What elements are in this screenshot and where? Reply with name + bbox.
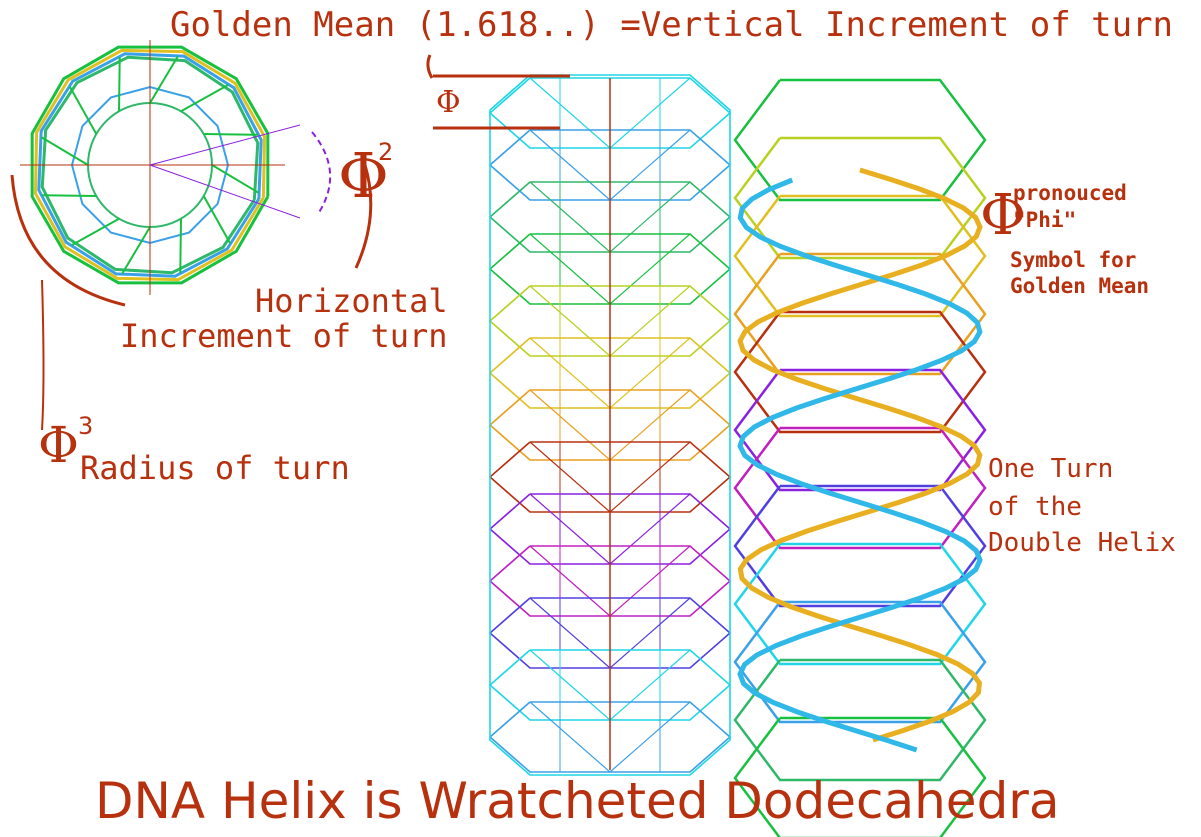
- dodecagon-top-view: [20, 40, 331, 295]
- cross-left: [529, 129, 611, 201]
- cross-right: [609, 493, 691, 565]
- bracket-phi2: [354, 164, 373, 269]
- cross-left: [529, 493, 611, 565]
- cross-left: [529, 77, 611, 149]
- hex-outline: [733, 658, 987, 782]
- turn-label-line3: Double Helix: [988, 528, 1176, 558]
- cross-left: [529, 285, 611, 357]
- dodecagon-ring: [33, 48, 267, 282]
- vertical-increment-title: Golden Mean (1.618..) =Vertical Incremen…: [170, 5, 1174, 45]
- helix-strand-b: [737, 177, 983, 753]
- phi-squared-symbol: Φ: [338, 139, 389, 212]
- radius-arc: [10, 174, 126, 307]
- cross-right: [609, 233, 691, 305]
- cross-right: [609, 129, 691, 201]
- cross-left: [529, 389, 611, 461]
- main-title: DNA Helix is Wratcheted Dodecahedra: [95, 772, 1060, 830]
- cross-left: [529, 441, 611, 513]
- cross-left: [529, 649, 611, 721]
- spoke: [69, 86, 98, 135]
- cross-right: [609, 337, 691, 409]
- cross-right: [609, 285, 691, 357]
- phi-note-line2: "Phi": [1013, 208, 1077, 232]
- spoke: [71, 217, 120, 246]
- radius-leader: [41, 279, 45, 431]
- angle-ray-upper: [149, 124, 301, 166]
- angle-ray-lower: [149, 164, 301, 219]
- hex-outline: [733, 542, 987, 666]
- bracket-stroke: [426, 54, 434, 79]
- horizontal-label-line2: Increment of turn: [120, 317, 448, 355]
- cross-left: [529, 337, 611, 409]
- cross-left: [529, 233, 611, 305]
- hex-outline: [733, 78, 987, 202]
- turn-label-line1: One Turn: [988, 454, 1114, 484]
- spoke: [179, 218, 182, 273]
- column-outline: [489, 74, 731, 776]
- hex-outline: [733, 252, 987, 376]
- phi-note-line1: pronouced: [1013, 181, 1127, 205]
- cross-right: [609, 441, 691, 513]
- hex-outline: [733, 310, 987, 434]
- dodecagon-ring: [37, 52, 263, 278]
- helix-strand-a: [737, 167, 983, 743]
- double-helix-column: [733, 78, 987, 837]
- spoke: [180, 84, 229, 113]
- angle-arc: [311, 131, 331, 215]
- cross-left: [529, 701, 611, 773]
- exponent-three: 3: [78, 412, 94, 440]
- spoke: [42, 194, 97, 197]
- phi-note-line3: Symbol for: [1010, 248, 1137, 272]
- horizontal-label-line1: Horizontal: [255, 282, 448, 320]
- phi-symbol-small: Φ: [436, 85, 461, 120]
- annotation-lines: [10, 54, 570, 431]
- cross-right: [609, 597, 691, 669]
- cross-left: [529, 545, 611, 617]
- phi-note-line4: Golden Mean: [1010, 274, 1150, 298]
- dodecagon-ring: [40, 55, 260, 275]
- spoke: [118, 57, 121, 112]
- spoke: [40, 136, 89, 166]
- spoke: [211, 164, 260, 194]
- phi-cubed-symbol: Φ: [38, 416, 79, 474]
- spoke: [121, 226, 151, 275]
- cross-left: [529, 597, 611, 669]
- phi-symbol-large: Φ: [980, 183, 1026, 248]
- spoke: [203, 133, 258, 136]
- cross-right: [609, 701, 691, 773]
- cross-left: [529, 181, 611, 253]
- hex-outline: [733, 600, 987, 724]
- cross-right: [609, 77, 691, 149]
- radius-label: Radius of turn: [80, 449, 350, 487]
- cross-right: [609, 545, 691, 617]
- spoke: [202, 195, 231, 244]
- exponent-two: 2: [378, 138, 394, 166]
- cross-right: [609, 181, 691, 253]
- cross-right: [609, 649, 691, 721]
- dodecagon-ring: [30, 45, 270, 285]
- cross-right: [609, 389, 691, 461]
- turn-label-line2: of the: [988, 492, 1082, 522]
- spoke: [149, 55, 179, 104]
- stacked-dodecahedra-column: [488, 74, 732, 776]
